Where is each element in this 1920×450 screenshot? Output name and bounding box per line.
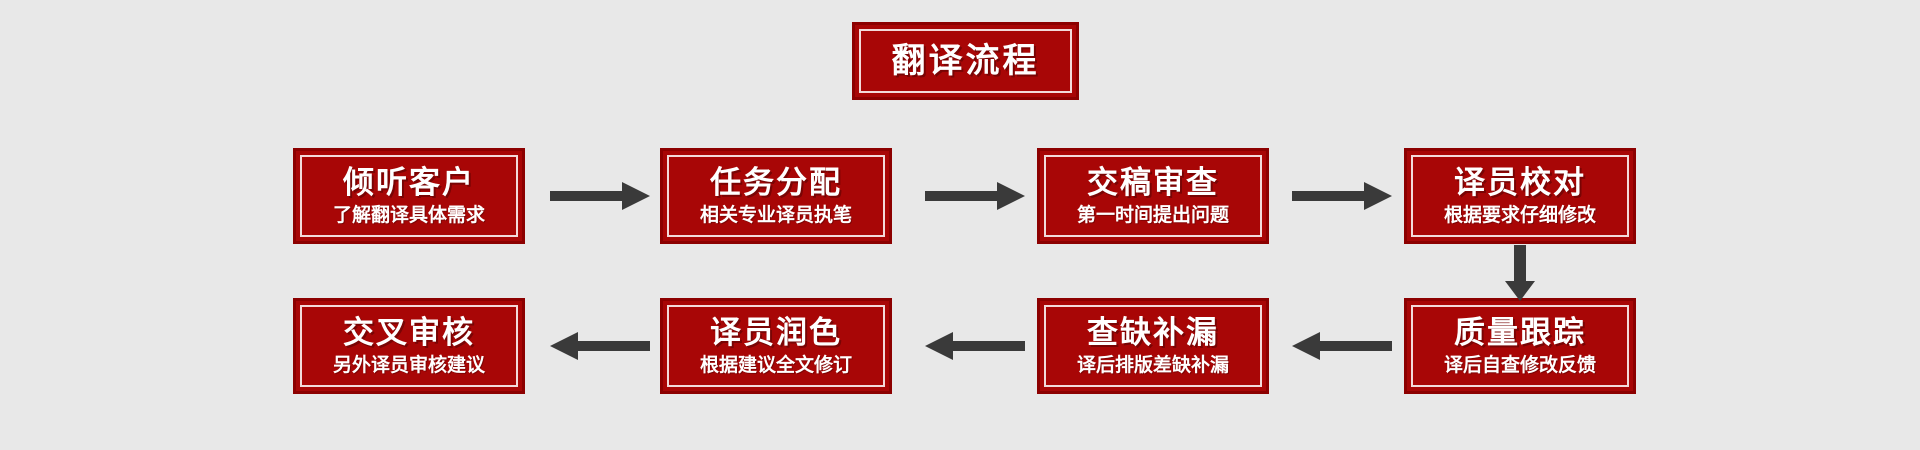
node-title: 译员校对 [1454, 164, 1586, 201]
flowchart-title-box: 翻译流程 [852, 22, 1079, 100]
node-subtitle: 译后排版差缺补漏 [1076, 353, 1229, 376]
node-title: 交叉审核 [343, 314, 475, 351]
arrow-left-icon [925, 329, 1025, 363]
node-subtitle: 根据建议全文修订 [699, 353, 852, 376]
node-subtitle: 第一时间提出问题 [1076, 203, 1229, 226]
process-node-step-4: 译员校对 根据要求仔细修改 [1404, 148, 1636, 244]
arrow-down-icon [1503, 245, 1537, 301]
node-title: 倾听客户 [343, 164, 475, 201]
arrow-right-icon [550, 179, 650, 213]
process-node-step-7: 译员润色 根据建议全文修订 [660, 298, 892, 394]
arrow-left-icon [1292, 329, 1392, 363]
node-subtitle: 另外译员审核建议 [332, 353, 485, 376]
node-title: 质量跟踪 [1454, 314, 1586, 351]
process-node-step-1: 倾听客户 了解翻译具体需求 [293, 148, 525, 244]
process-node-step-8: 交叉审核 另外译员审核建议 [293, 298, 525, 394]
arrow-right-icon [1292, 179, 1392, 213]
node-title: 查缺补漏 [1087, 314, 1219, 351]
node-subtitle: 译后自查修改反馈 [1443, 353, 1596, 376]
node-subtitle: 了解翻译具体需求 [332, 203, 485, 226]
process-node-step-5: 质量跟踪 译后自查修改反馈 [1404, 298, 1636, 394]
node-subtitle: 相关专业译员执笔 [699, 203, 852, 226]
node-subtitle: 根据要求仔细修改 [1443, 203, 1596, 226]
process-node-step-6: 查缺补漏 译后排版差缺补漏 [1037, 298, 1269, 394]
node-title: 任务分配 [710, 164, 842, 201]
arrow-left-icon [550, 329, 650, 363]
flowchart-title-text: 翻译流程 [891, 41, 1040, 81]
process-node-step-3: 交稿审查 第一时间提出问题 [1037, 148, 1269, 244]
node-title: 交稿审查 [1087, 164, 1219, 201]
node-title: 译员润色 [710, 314, 842, 351]
process-node-step-2: 任务分配 相关专业译员执笔 [660, 148, 892, 244]
arrow-right-icon [925, 179, 1025, 213]
